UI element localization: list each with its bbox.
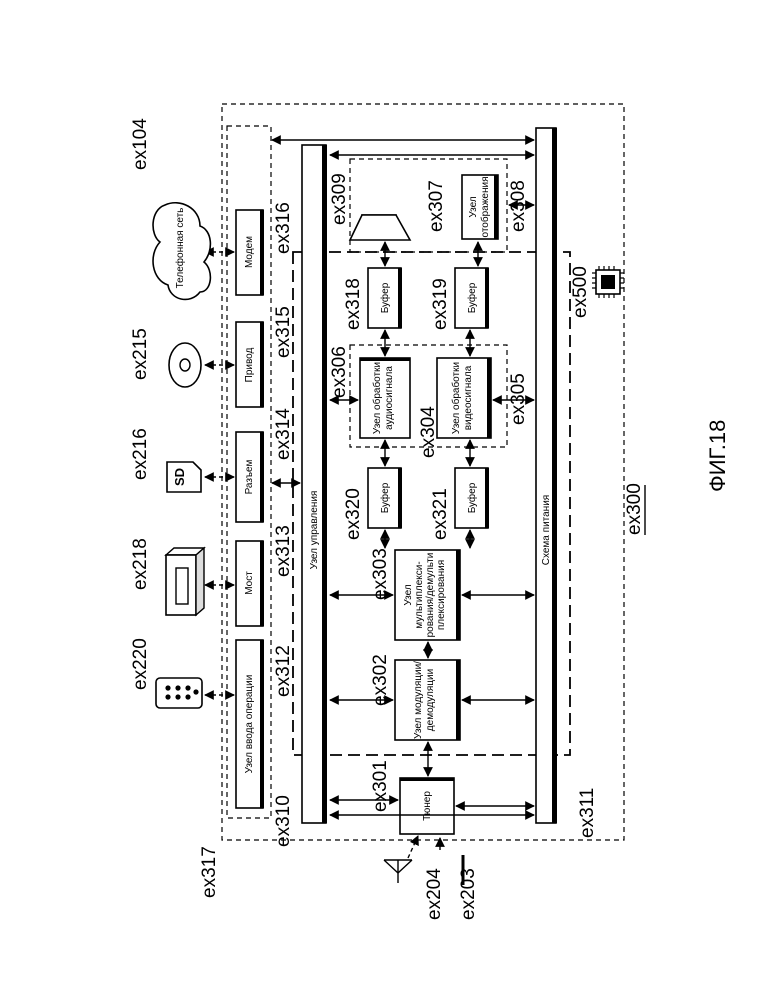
ref-ex304: ex304 [418, 406, 439, 458]
speaker-icon [350, 215, 410, 240]
buffer-ex321-label: Буфер [466, 482, 478, 513]
ref-ex203: ex203 [458, 868, 479, 920]
ref-ex309: ex309 [329, 173, 350, 225]
mux-label-4: плексирования [436, 560, 447, 630]
slot-label: Разъем [244, 459, 255, 494]
mux-label-1: Узел [403, 584, 414, 605]
device-label-text: ex300 [624, 483, 645, 535]
sd-label: SD [172, 468, 187, 486]
tuner-label: Тюнер [422, 791, 433, 821]
ref-ex302: ex302 [370, 654, 391, 706]
video-label-2: видеосигнала [463, 365, 474, 430]
sd-card-icon: SD [167, 462, 201, 492]
buffer-ex319-label: Буфер [466, 282, 478, 313]
ref-ex316: ex316 [273, 202, 294, 254]
ref-ex500: ex500 [570, 266, 591, 318]
antenna-link [408, 836, 418, 858]
op-input-label: Узел ввода операции [244, 675, 255, 774]
disc-icon [169, 343, 201, 387]
display-label-1: Узел [468, 196, 479, 217]
ref-ex305: ex305 [508, 373, 529, 425]
ref-ex104: ex104 [130, 118, 151, 170]
ref-ex312: ex312 [273, 645, 294, 697]
ref-ex314: ex314 [273, 408, 294, 460]
ref-ex215: ex215 [130, 328, 151, 380]
ref-ex301: ex301 [370, 760, 391, 812]
ref-ex306: ex306 [329, 346, 350, 398]
mux-label-2: мультиплекси- [414, 561, 425, 628]
ref-ex320: ex320 [343, 488, 364, 540]
control-label: Узел управления [309, 491, 320, 570]
modulation-label-1: Узел модуляции/ [413, 661, 424, 739]
modulation-label-2: демодуляции [425, 669, 436, 731]
bridge-label: Мост [244, 571, 255, 595]
power-label: Схема питания [541, 495, 552, 565]
recorder-icon [166, 548, 204, 615]
ref-ex220: ex220 [130, 638, 151, 690]
power-bar-shadow [552, 128, 557, 823]
ref-ex321: ex321 [430, 488, 451, 540]
video-label-1: Узел обработки [450, 362, 462, 434]
ref-ex308: ex308 [508, 180, 529, 232]
ref-ex317: ex317 [199, 846, 220, 898]
figure-caption: ФИГ.18 [705, 420, 730, 492]
audio-label-2: аудиосигнала [384, 366, 395, 430]
network-cloud-icon: Телефонная сеть [153, 203, 210, 300]
ref-ex318: ex318 [343, 278, 364, 330]
ref-ex216: ex216 [130, 428, 151, 480]
ref-ex313: ex313 [273, 525, 294, 577]
device-label: ex300 [624, 483, 645, 535]
audio-label-1: Узел обработки [371, 362, 383, 434]
ref-ex315: ex315 [273, 306, 294, 358]
ref-ex310: ex310 [273, 795, 294, 847]
ref-ex204: ex204 [424, 868, 445, 920]
antenna-icon [384, 860, 412, 883]
ref-ex303: ex303 [370, 548, 391, 600]
buffer-ex320-label: Буфер [379, 482, 391, 513]
drive-label: Привод [244, 347, 255, 382]
ref-ex311: ex311 [577, 788, 598, 838]
display-label-2: отображения [479, 177, 491, 238]
remote-control-icon [156, 678, 202, 708]
ref-ex307: ex307 [426, 180, 447, 232]
mux-label-3: рования/демульти [425, 553, 436, 638]
chip-icon [592, 266, 624, 298]
modem-label: Модем [244, 236, 255, 268]
network-label: Телефонная сеть [174, 208, 186, 289]
ref-ex218: ex218 [130, 538, 151, 590]
control-bar-shadow [322, 145, 327, 823]
buffer-ex318-label: Буфер [379, 282, 391, 313]
ref-ex319: ex319 [430, 278, 451, 330]
